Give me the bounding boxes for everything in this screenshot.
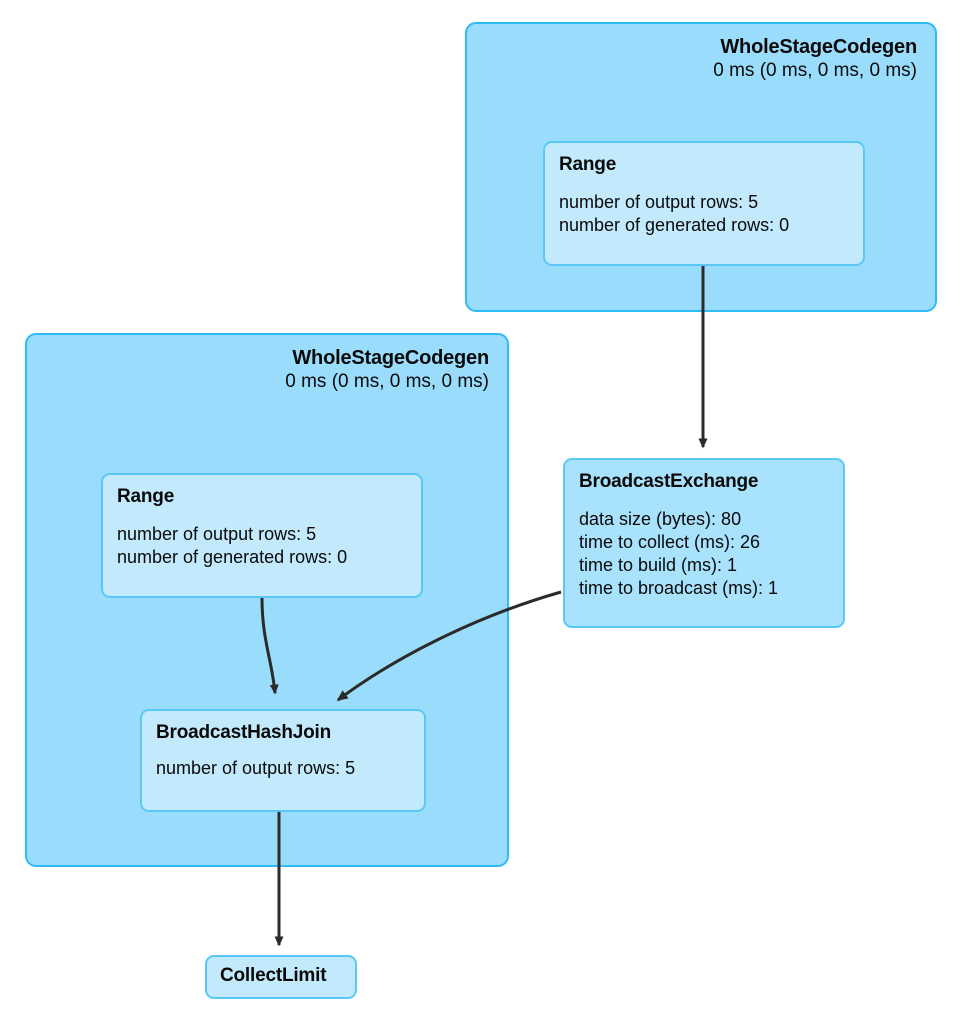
stage-header: WholeStageCodegen 0 ms (0 ms, 0 ms, 0 ms… — [285, 347, 489, 394]
node-title: Range — [559, 154, 617, 175]
metric-line: number of generated rows: 0 — [559, 214, 790, 235]
node-title: Range — [117, 486, 175, 507]
node-range-bottom[interactable]: Range number of output rows: 5 number of… — [101, 473, 423, 598]
node-range-top[interactable]: Range number of output rows: 5 number of… — [543, 141, 865, 266]
node-broadcast-exchange[interactable]: BroadcastExchange data size (bytes): 80 … — [563, 458, 845, 628]
node-broadcast-hash-join[interactable]: BroadcastHashJoin number of output rows:… — [140, 709, 426, 812]
metric-line: time to broadcast (ms): 1 — [579, 577, 779, 598]
metric-line: number of output rows: 5 — [156, 757, 356, 778]
stage-title: WholeStageCodegen — [292, 347, 489, 369]
metric-line: number of output rows: 5 — [559, 191, 759, 212]
node-metrics: number of output rows: 5 number of gener… — [559, 191, 849, 237]
metric-line: number of output rows: 5 — [117, 523, 317, 544]
node-title: BroadcastExchange — [579, 471, 759, 492]
metric-line: time to build (ms): 1 — [579, 554, 738, 575]
stage-header: WholeStageCodegen 0 ms (0 ms, 0 ms, 0 ms… — [713, 36, 917, 83]
stage-title: WholeStageCodegen — [720, 36, 917, 58]
node-metrics: number of output rows: 5 — [156, 757, 410, 780]
node-title: BroadcastHashJoin — [156, 722, 332, 743]
metric-line: data size (bytes): 80 — [579, 508, 742, 529]
node-metrics: data size (bytes): 80 time to collect (m… — [579, 508, 829, 600]
node-metrics: number of output rows: 5 number of gener… — [117, 523, 407, 569]
metric-line: number of generated rows: 0 — [117, 546, 348, 567]
node-collect-limit[interactable]: CollectLimit — [205, 955, 357, 999]
stage-subtitle: 0 ms (0 ms, 0 ms, 0 ms) — [285, 371, 489, 393]
stage-subtitle: 0 ms (0 ms, 0 ms, 0 ms) — [713, 60, 917, 82]
metric-line: time to collect (ms): 26 — [579, 531, 761, 552]
node-title: CollectLimit — [220, 965, 327, 986]
